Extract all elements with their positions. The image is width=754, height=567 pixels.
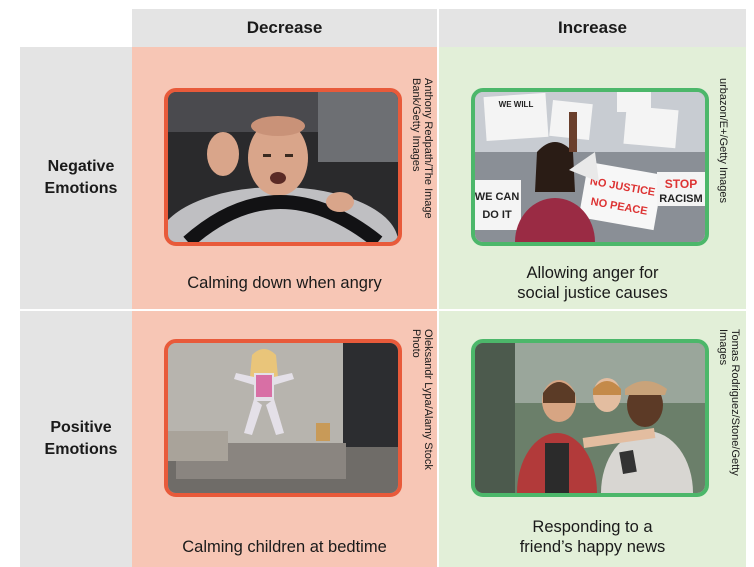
cell-positive-decrease: Oleksandr Lypa/Alamy Stock Photo Calming…: [132, 309, 439, 567]
protest-photo: WE WILL NO JUSTICE NO PEACE STOP RACISM …: [471, 88, 709, 246]
child-jumping-bed-photo: [164, 339, 402, 497]
svg-text:RACISM: RACISM: [659, 193, 702, 205]
svg-text:WE CAN: WE CAN: [475, 191, 519, 203]
photo-credit-child: Oleksandr Lypa/Alamy Stock Photo: [410, 329, 434, 470]
friends-phone-photo: [471, 339, 709, 497]
sign-silenced-line-1: WE WILL: [499, 100, 534, 109]
caption-calming-children: Calming children at bedtime: [182, 538, 387, 556]
row-label-positive-emotions: Positive Emotions: [20, 309, 132, 567]
row-label-negative-text: Negative Emotions: [44, 158, 118, 197]
svg-text:STOP: STOP: [665, 177, 697, 191]
photo-credit-friends: Tomas Rodriguez/Stone/Getty Images: [717, 329, 741, 476]
corner-blank: [20, 9, 132, 47]
caption-calming-down: Calming down when angry: [187, 274, 382, 292]
svg-text:DO IT: DO IT: [482, 209, 512, 221]
photo-credit-protest: urbazon/E+/Getty Images: [717, 78, 729, 204]
emotion-regulation-grid: Decrease Increase Negative Emotions Anth…: [20, 9, 746, 567]
caption-responding-friend: Responding to a friend’s happy news: [519, 518, 666, 556]
photo-credit-angry-driver: Anthony Redpath/The Image Bank/Getty Ima…: [410, 78, 434, 219]
cell-positive-increase: Tomas Rodriguez/Stone/Getty Images Respo…: [439, 309, 746, 567]
caption-allowing-anger: Allowing anger for social justice causes: [517, 264, 668, 302]
angry-driver-photo: [164, 88, 402, 246]
column-header-decrease: Decrease: [132, 9, 439, 47]
column-header-increase: Increase: [439, 9, 746, 47]
cell-negative-increase: WE WILL NO JUSTICE NO PEACE STOP RACISM …: [439, 47, 746, 309]
cell-negative-decrease: Anthony Redpath/The Image Bank/Getty Ima…: [132, 47, 439, 309]
row-label-positive-text: Positive Emotions: [44, 419, 118, 458]
row-label-negative-emotions: Negative Emotions: [20, 47, 132, 309]
